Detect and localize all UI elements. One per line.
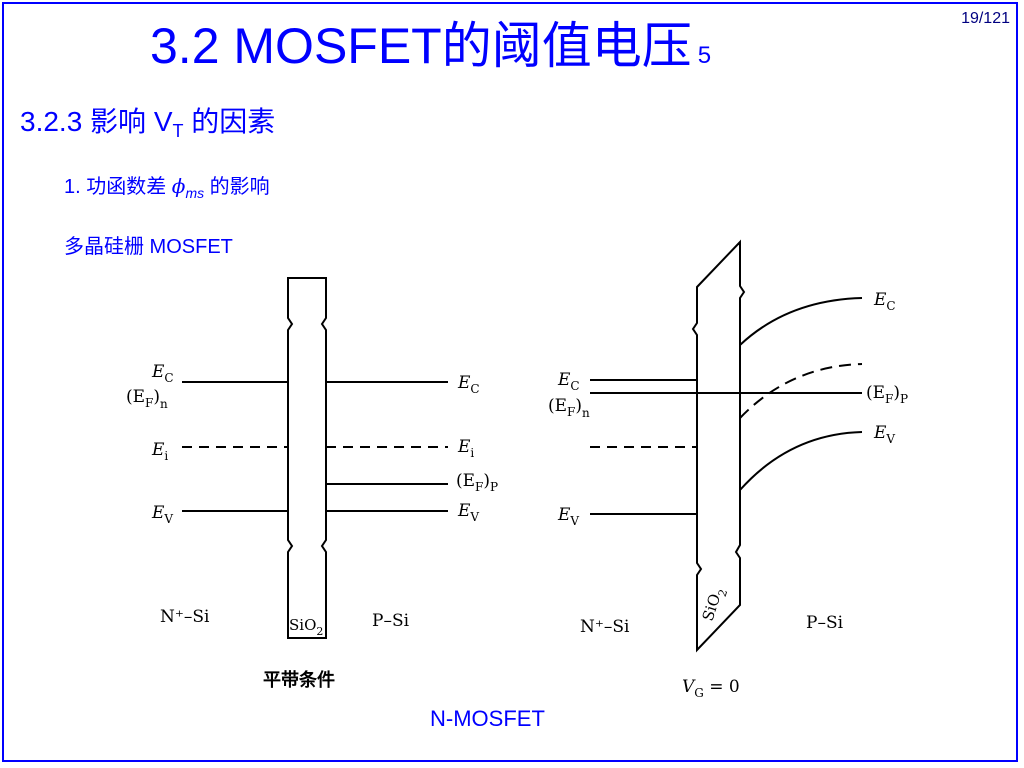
section-heading-pre: 3.2.3 影响 V — [20, 106, 173, 137]
label-ev-left: EV — [151, 503, 173, 526]
section-heading-post: 的因素 — [183, 106, 276, 137]
label-ec-left-2: EC — [557, 370, 580, 393]
label-ei-right: Ei — [457, 437, 474, 460]
oxide-layer-right — [691, 239, 746, 653]
title-text: 3.2 MOSFET的阈值电压 — [150, 18, 692, 74]
label-ev-right-2: EV — [873, 423, 895, 446]
item-work-function: 1. 功函数差 ϕms 的影响 — [64, 170, 270, 201]
label-ei-left: Ei — [151, 440, 168, 463]
item1-pre: 1. 功函数差 — [64, 176, 172, 198]
label-ev-right: EV — [457, 501, 479, 524]
vg-zero-labels: EC (EF)n EV EC (EF)P EV N⁺–Si SiO2 P–Si … — [548, 290, 908, 700]
title-suffix: 5 — [697, 42, 712, 69]
label-n-si-left: N⁺–Si — [160, 607, 210, 627]
label-ef-right: (EF)P — [456, 471, 498, 494]
label-n-si-right: N⁺–Si — [580, 617, 630, 637]
label-ef-right-2: (EF)P — [866, 383, 908, 406]
bottom-caption: N-MOSFET — [430, 706, 545, 731]
page-number: 19/121 — [961, 10, 1010, 27]
label-p-si-right: P–Si — [806, 613, 844, 633]
label-ec-right-2: EC — [873, 290, 896, 313]
item-poly-gate: 多晶硅栅 MOSFET — [64, 236, 233, 258]
ev-band-bend — [739, 431, 863, 491]
label-ef-left-2: (EF)n — [548, 396, 590, 420]
label-sio2-right: SiO2 — [699, 585, 731, 624]
label-p-si-left: P–Si — [372, 611, 410, 631]
vg-zero-diagram — [590, 239, 863, 653]
phi-symbol: ϕ — [171, 174, 186, 198]
flat-band-caption: 平带条件 — [263, 669, 335, 691]
label-ef-left: (EF)n — [126, 387, 168, 411]
label-ec-left: EC — [151, 362, 174, 385]
item1-post: 的影响 — [204, 176, 270, 198]
flat-band-diagram — [182, 277, 448, 639]
flat-band-labels: EC (EF)n Ei EV EC Ei (EF)P EV N⁺–Si SiO2… — [126, 362, 498, 691]
ei-band-bend — [739, 363, 863, 419]
label-ev-left-2: EV — [557, 505, 579, 528]
section-heading: 3.2.3 影响 VT 的因素 — [20, 100, 275, 142]
label-ec-right: EC — [457, 373, 480, 396]
label-sio2-left: SiO2 — [289, 616, 323, 638]
oxide-layer-left — [287, 277, 327, 639]
label-vg-zero: VG = 0 — [682, 677, 740, 700]
ec-band-bend — [739, 297, 863, 346]
section-heading-sub: T — [172, 121, 184, 141]
ms-subscript: ms — [185, 185, 205, 201]
